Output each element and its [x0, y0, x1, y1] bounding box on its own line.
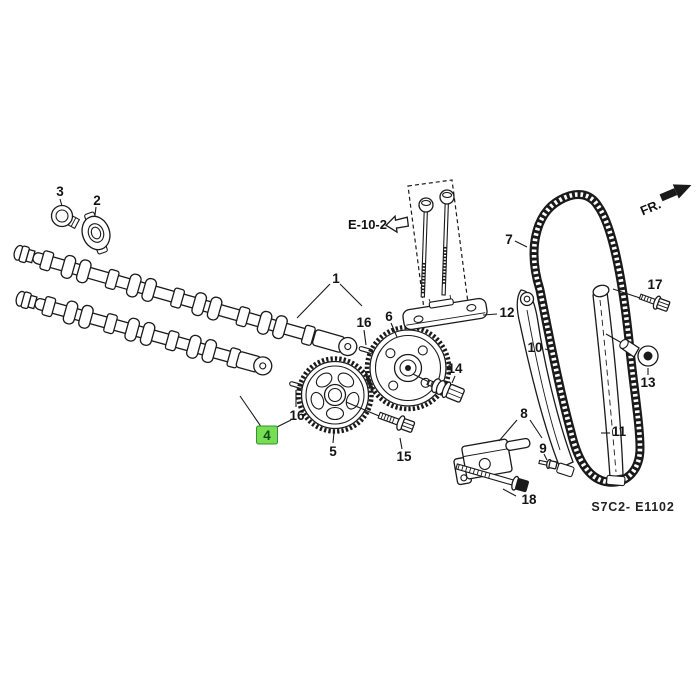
part-label-9: 9	[539, 441, 547, 456]
camshaft-upper-drawing	[13, 244, 358, 357]
part-label-17: 17	[647, 277, 662, 292]
timing-chain-drawing	[529, 190, 645, 487]
leader-10	[544, 348, 554, 352]
leader-5	[332, 431, 335, 444]
chain-guide-10-drawing	[516, 289, 575, 478]
reference-bolt-a	[418, 197, 434, 298]
bracket-8-right	[529, 419, 543, 439]
part-label-4: 4	[263, 428, 271, 443]
reference-dashed-box	[407, 179, 469, 310]
camshaft-lower-drawing	[15, 290, 273, 376]
part-label-13: 13	[640, 375, 656, 390]
part-label-16-upper: 16	[356, 315, 372, 330]
vtc-gear-drawing	[364, 324, 452, 412]
bracket-1-right	[339, 283, 363, 307]
reference-arrow-icon	[385, 214, 410, 234]
bolt-15-drawing	[377, 411, 416, 433]
bracket-8-left	[498, 419, 518, 442]
part-label-6: 6	[385, 309, 393, 324]
part-label-10: 10	[527, 340, 542, 355]
leader-3	[59, 198, 63, 207]
fr-direction: FR.	[638, 184, 692, 218]
leader-15-label	[399, 437, 403, 450]
part-label-1: 1	[332, 271, 340, 286]
part-label-2: 2	[93, 193, 101, 208]
leader-2	[94, 206, 97, 216]
holder-plate-drawing	[402, 297, 488, 331]
leader-17	[612, 288, 641, 299]
seal-plate-drawing	[81, 211, 111, 255]
leader-16-upper	[363, 329, 367, 346]
bolt-17-drawing	[638, 293, 671, 312]
bolt-18-drawing	[455, 463, 529, 493]
leader-18	[502, 488, 517, 497]
bracket-4-left	[239, 395, 263, 429]
bolt-13-drawing	[619, 339, 659, 367]
leader-6	[390, 322, 398, 338]
part-label-7: 7	[505, 232, 513, 247]
bolt-9-drawing	[538, 459, 558, 470]
leader-7	[514, 240, 528, 248]
seal-plug-drawing	[50, 204, 81, 230]
bracket-1-left	[296, 283, 331, 319]
cam-sprocket-drawing	[296, 356, 374, 434]
leader-9	[543, 453, 548, 461]
part-4-highlight	[256, 425, 278, 445]
bolt-14-drawing	[426, 378, 465, 403]
part-label-12: 12	[499, 305, 514, 320]
reference-label: E-10-2	[348, 217, 387, 232]
leader-14-label	[451, 375, 456, 384]
part-label-18: 18	[521, 492, 537, 507]
part-label-5: 5	[329, 444, 337, 459]
part-label-16-lower: 16	[289, 408, 305, 423]
leader-12	[482, 313, 498, 316]
part-label-8: 8	[520, 406, 528, 421]
part-label-14: 14	[447, 361, 463, 376]
fr-arrow-icon	[659, 184, 692, 202]
part-label-15: 15	[396, 449, 412, 464]
part-label-3: 3	[56, 184, 64, 199]
leader-15	[345, 401, 380, 417]
fr-label: FR.	[638, 196, 663, 218]
chain-guide-11-drawing	[592, 284, 626, 487]
diagram-code: S7C2- E1102	[591, 500, 674, 514]
reference-bolt-b	[439, 189, 455, 296]
part-label-11: 11	[612, 424, 627, 439]
